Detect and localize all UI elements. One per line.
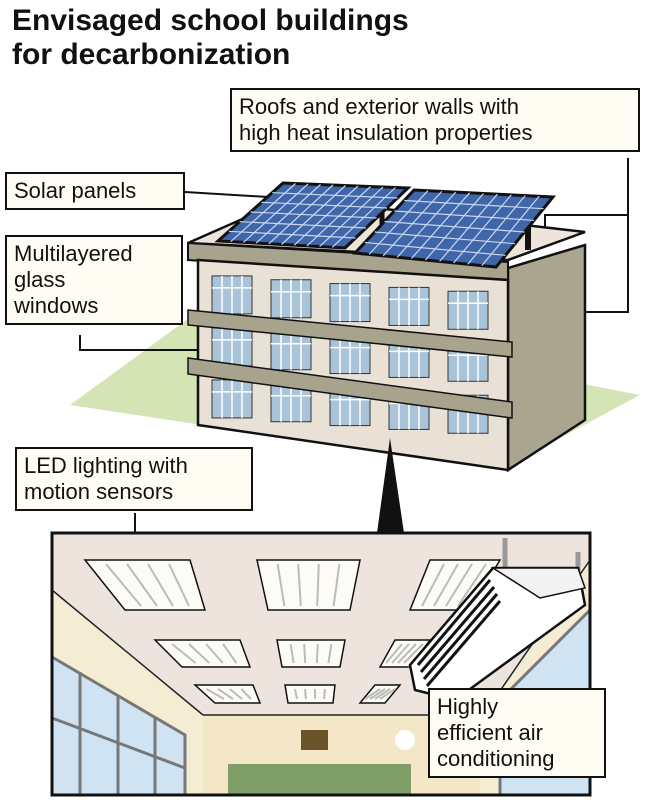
speaker <box>395 730 415 750</box>
zoom-pointer <box>377 438 404 533</box>
title-line-2: for decarbonization <box>12 38 291 71</box>
led-light-panel <box>276 639 346 668</box>
floor-band <box>187 309 513 358</box>
led-light-panel <box>284 684 336 704</box>
title-line-1: Envisaged school buildings <box>12 4 409 37</box>
floor-band <box>187 357 513 419</box>
led-light-panel <box>378 639 432 668</box>
label-text: windows <box>14 293 99 318</box>
led-light-panel <box>193 684 262 704</box>
window <box>211 275 253 315</box>
label-text: Multilayered <box>14 241 133 266</box>
window <box>388 286 430 326</box>
blackboard <box>228 764 411 794</box>
label-roofs-walls: Roofs and exterior walls with high heat … <box>230 88 640 152</box>
solar-cells <box>228 183 544 266</box>
led-light-panel <box>83 559 207 611</box>
window <box>211 327 253 367</box>
label-text: motion sensors <box>24 479 174 504</box>
window <box>329 283 371 323</box>
window <box>211 379 253 419</box>
label-text: Roofs and exterior walls with <box>239 94 520 119</box>
label-text: glass <box>14 267 66 292</box>
label-air-conditioning: Highly efficient air conditioning <box>428 688 606 778</box>
clock <box>301 730 328 750</box>
label-text: high heat insulation properties <box>239 120 533 145</box>
label-glass-windows: Multilayered glass windows <box>5 235 183 325</box>
window <box>270 331 312 371</box>
label-text: Solar panels <box>14 178 137 203</box>
label-text: efficient air <box>437 720 543 745</box>
label-led-lighting: LED lighting with motion sensors <box>15 447 253 511</box>
window <box>447 290 489 330</box>
label-text: LED lighting with <box>24 453 188 478</box>
led-light-panel <box>256 559 361 611</box>
label-text: conditioning <box>437 746 555 771</box>
led-light-panel <box>358 684 402 704</box>
page-title: Envisaged school buildings for decarboni… <box>12 4 409 72</box>
label-text: Highly <box>437 694 499 719</box>
label-solar-panels: Solar panels <box>5 172 185 210</box>
building-side <box>506 243 587 473</box>
window <box>270 279 312 319</box>
led-light-panel <box>153 639 252 668</box>
